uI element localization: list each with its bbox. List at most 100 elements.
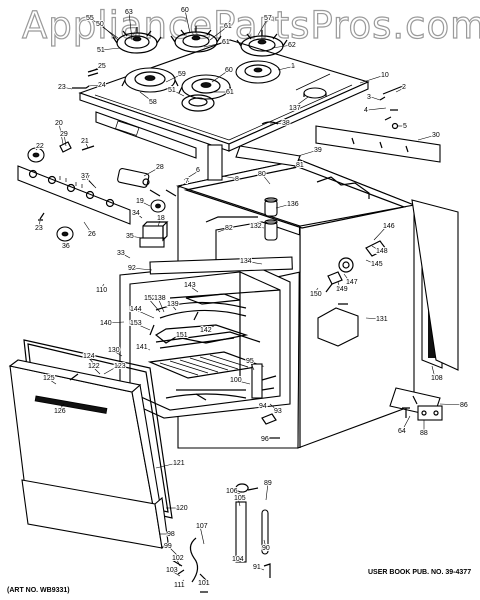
callout-leaders: [35, 9, 465, 586]
callout-label-120: 120: [176, 505, 188, 512]
callout-leader-6: [183, 169, 201, 181]
callout-label-61: 61: [224, 23, 232, 30]
callout-leader-57: [257, 17, 269, 36]
backsplash-trim: [95, 111, 197, 159]
callout-leader-29: [63, 133, 67, 147]
callout-label-132: 132: [250, 223, 262, 230]
side-panel-parts: [317, 240, 387, 347]
callout-label-143: 143: [184, 282, 196, 289]
callout-leader-21: [84, 140, 89, 149]
callout-label-103: 103: [166, 567, 178, 574]
callout-leader-148: [371, 245, 381, 252]
callout-label-106: 106: [226, 488, 238, 495]
callout-label-8: 8: [235, 176, 239, 183]
callout-leader-36: [63, 241, 67, 247]
callout-label-98: 98: [167, 531, 175, 538]
callout-label-139: 139: [167, 301, 179, 308]
callout-leader-10: [359, 74, 386, 84]
callout-label-138: 138: [154, 295, 166, 302]
callout-label-62: 62: [288, 42, 296, 49]
control-panel: [17, 165, 131, 225]
callout-label-81: 81: [296, 162, 304, 169]
callout-label-64: 64: [398, 428, 406, 435]
callout-leader-30: [417, 134, 437, 141]
callout-leader-103: [169, 569, 181, 577]
callout-leader-138: [157, 297, 165, 313]
callout-leader-96: [264, 437, 273, 440]
callout-label-89: 89: [264, 480, 272, 487]
callout-label-55: 55: [86, 15, 94, 22]
callout-label-37: 37: [81, 173, 89, 180]
callout-leader-34: [135, 212, 143, 219]
callout-label-149: 149: [336, 286, 348, 293]
callout-label-136: 136: [287, 201, 299, 208]
callout-leader-50: [99, 23, 119, 41]
callout-label-104: 104: [232, 556, 244, 563]
callout-label-27: 27: [82, 175, 90, 182]
callout-label-96: 96: [261, 436, 269, 443]
callout-leader-60: [184, 9, 191, 34]
callout-leader-20: [58, 122, 64, 145]
callout-leader-106: [229, 490, 241, 495]
user-book-pub: USER BOOK PUB. NO. 39-4377: [368, 569, 472, 576]
control-knob-left: [27, 147, 45, 163]
callout-label-86: 86: [460, 402, 468, 409]
callout-label-4: 4: [364, 107, 368, 114]
callout-label-7: 7: [185, 178, 189, 185]
broil-element: [155, 293, 247, 321]
callout-leader-24: [87, 84, 103, 87]
callout-label-130: 130: [108, 347, 120, 354]
callout-label-88: 88: [420, 430, 428, 437]
callout-leader-150: [313, 287, 319, 295]
burner-rear-right: [236, 30, 288, 57]
callout-leader-101: [201, 579, 205, 584]
callout-leader-7: [177, 180, 190, 189]
callout-leader-1: [277, 65, 296, 71]
callout-label-140: 140: [100, 320, 112, 327]
callout-leader-8: [221, 175, 240, 180]
callout-label-23: 23: [35, 225, 43, 232]
callout-label-61: 61: [226, 89, 234, 96]
callout-label-101: 101: [198, 580, 210, 587]
storage-drawer: [21, 479, 169, 550]
callout-label-50: 50: [96, 21, 104, 28]
callout-leader-107: [199, 525, 205, 545]
callout-label-61: 61: [222, 39, 230, 46]
burner-rear-left: [112, 27, 162, 54]
callout-leader-104: [235, 555, 241, 560]
leveling-leg: [402, 405, 443, 421]
callout-leader-141: [139, 346, 151, 351]
timer-module: [59, 141, 177, 197]
callout-leader-3: [370, 96, 381, 101]
callout-leader-58: [139, 91, 154, 103]
callout-label-26: 26: [88, 231, 96, 238]
callout-leader-26: [83, 221, 93, 235]
burner-front-left: [121, 67, 179, 93]
callout-leader-144: [133, 308, 155, 319]
callout-label-63: 63: [125, 9, 133, 16]
callout-label-3: 3: [367, 94, 371, 101]
callout-label-100: 100: [230, 377, 242, 384]
callout-label-20: 20: [55, 120, 63, 127]
callout-label-18: 18: [157, 215, 165, 222]
callout-label-19: 19: [136, 198, 144, 205]
callout-leader-132: [253, 225, 265, 229]
callout-label-6: 6: [196, 167, 200, 174]
callout-leader-61: [209, 25, 229, 41]
callout-leader-145: [365, 259, 376, 265]
callout-label-137: 137: [289, 105, 301, 112]
callout-label-99: 99: [164, 543, 172, 550]
callout-leader-153: [133, 322, 151, 331]
callout-label-102: 102: [172, 555, 184, 562]
callout-leader-60: [211, 69, 230, 83]
callout-leader-111: [177, 579, 185, 586]
callout-label-10: 10: [381, 72, 389, 79]
callout-leader-38: [269, 122, 287, 125]
callout-leader-61: [203, 41, 227, 48]
callout-label-36: 36: [62, 243, 70, 250]
callout-leader-4: [367, 107, 387, 111]
callout-leader-39: [297, 149, 319, 157]
callout-leader-81: [285, 164, 301, 171]
